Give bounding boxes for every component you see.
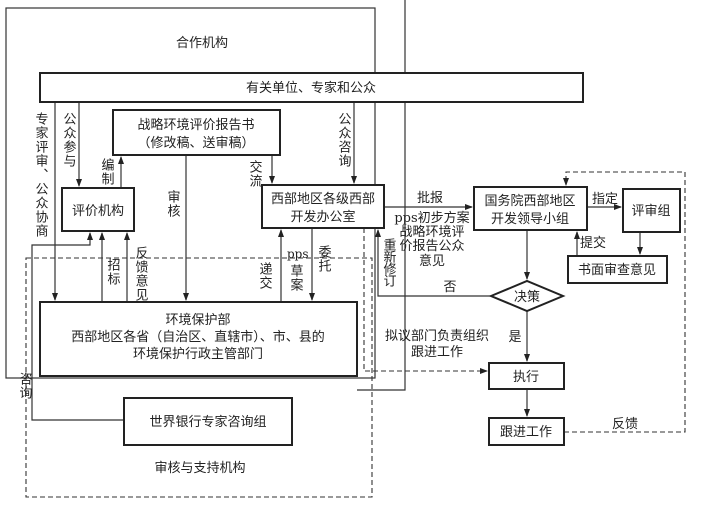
node-mep xyxy=(39,301,358,377)
node-sea-report-line1: 战略环境评价报告书 xyxy=(137,117,254,133)
cooperation-group-label: 合作机构 xyxy=(176,36,228,51)
node-mep-line1: 环境保护部 xyxy=(165,313,230,328)
node-sea-report-line2: （修改稿、送审稿） xyxy=(137,135,254,151)
label-report-up-note2: 战略环境评 xyxy=(399,224,464,240)
label-submit: 递交 xyxy=(257,262,273,290)
edges xyxy=(31,0,686,433)
label-bidding: 招标 xyxy=(105,258,121,286)
node-mep-line2: 西部地区各省（自治区、直辖市）、市、县的 xyxy=(71,329,325,345)
node-stakeholders-label: 有关单位、专家和公众 xyxy=(246,80,376,96)
edge-labels: 专家评审、公众协商 公众参与 编制 审核 交流 公众咨询 招标 反馈意见 递交 … xyxy=(17,112,639,432)
label-draft: 草案 xyxy=(288,264,304,292)
label-report-up-note1: pps初步方案 xyxy=(394,210,469,226)
label-compile: 编制 xyxy=(99,158,115,186)
node-decision-label: 决策 xyxy=(514,289,540,305)
node-follow-up-label: 跟进工作 xyxy=(500,425,552,440)
edge-revise xyxy=(375,229,491,297)
label-audit: 审核 xyxy=(165,190,181,218)
label-proposing-dept2: 跟进工作 xyxy=(411,345,463,360)
node-review-group-label: 评审组 xyxy=(631,204,670,219)
node-world-bank xyxy=(123,397,293,446)
label-entrust: 委托 xyxy=(316,245,332,273)
node-west-office xyxy=(261,184,385,229)
node-assessor-label: 评价机构 xyxy=(72,204,124,219)
node-assessor xyxy=(61,187,135,232)
node-west-office-line2: 开发办公室 xyxy=(290,209,355,225)
node-state-council-line2: 开发领导小组 xyxy=(491,211,569,227)
edge-office-to-execute xyxy=(363,228,488,374)
node-written-opinion xyxy=(567,255,668,284)
label-assign: 指定 xyxy=(592,192,618,207)
node-world-bank-label: 世界银行专家咨询组 xyxy=(149,414,266,430)
node-follow-up xyxy=(488,417,565,446)
label-yes: 是 xyxy=(508,330,521,345)
label-revise: 重新修订 xyxy=(381,237,397,287)
label-feedback: 反馈 xyxy=(612,417,638,432)
label-feedback-opinion: 反馈意见 xyxy=(133,246,149,302)
label-report-up-note3: 价报告公众 xyxy=(399,239,464,254)
review-support-group-label: 审核与支持机构 xyxy=(154,461,245,476)
label-hand-in: 提交 xyxy=(580,235,606,251)
node-west-office-line1: 西部地区各级西部 xyxy=(271,191,375,207)
node-execute xyxy=(488,362,565,390)
label-report-up: 批报 xyxy=(417,191,443,206)
node-stakeholders xyxy=(39,72,584,103)
label-consult: 咨询 xyxy=(17,372,33,400)
node-mep-line3: 环境保护行政主管部门 xyxy=(133,347,263,362)
node-written-opinion-label: 书面审查意见 xyxy=(578,262,656,278)
node-state-council-group xyxy=(473,186,588,231)
review-support-group-frame xyxy=(25,257,373,498)
label-exchange: 交流 xyxy=(247,159,263,188)
label-proposing-dept1: 拟议部门负责组织 xyxy=(385,329,489,344)
node-sea-report xyxy=(112,109,281,156)
node-decision xyxy=(488,279,566,313)
node-execute-label: 执行 xyxy=(513,370,539,385)
node-review-group xyxy=(622,188,681,233)
label-expert-review: 专家评审、公众协商 xyxy=(33,112,49,238)
edge-feedback xyxy=(563,171,686,433)
node-state-council-line1: 国务院西部地区 xyxy=(484,193,575,209)
label-public-consult: 公众咨询 xyxy=(336,112,352,168)
edge-proposing-dept xyxy=(357,0,406,391)
label-public-participation: 公众参与 xyxy=(61,112,77,168)
label-pps: pps xyxy=(287,247,309,261)
label-no: 否 xyxy=(443,280,456,295)
edge-consult xyxy=(31,232,124,421)
label-report-up-note4: 意见 xyxy=(419,253,445,269)
